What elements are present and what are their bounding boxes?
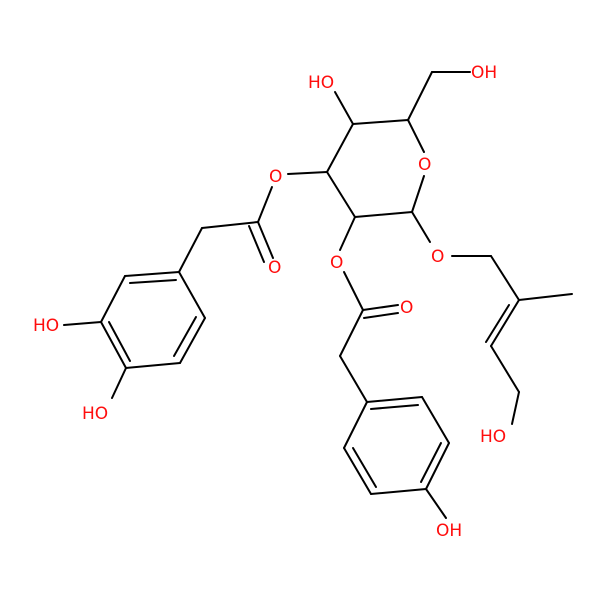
bond-carbonyl-ch2 [201,221,259,229]
label-ether-oxygen: O [431,247,444,267]
bond-ch2-calkene [490,255,520,301]
bond-ph1-ph2 [366,396,423,403]
bond-ph3-ph4 [425,442,450,490]
bond-co2-double-b [363,312,399,319]
label-ho-top: HO [308,73,334,93]
label-ho-catechol-para: HO [82,404,108,424]
bond-c5-ch2 [407,71,433,121]
label-ho-catechol-meta: HO [33,316,59,336]
bond-ch-ch2 [490,345,520,393]
bond-c1-etherO [411,211,431,243]
bond-c3-esterO [287,171,328,175]
bond-c2-c3 [326,171,356,218]
bond-c5-ringO [407,119,425,153]
bond-ar4-ar5 [125,362,181,369]
bond-c3-c4 [326,123,354,173]
bond-ch2-phenol [339,355,368,403]
label-carbonyl-oxygen-upper: O [268,258,281,278]
bond-ar5-ar6-inner [173,316,197,357]
bond-ar3-ar4-inner [108,321,131,362]
bond-ph5-ph6-inner [352,447,377,488]
bond-ph4-oh [425,488,447,519]
bond-ar1-ar2 [124,271,180,277]
bond-ch2-aryl [178,227,203,273]
bond-ph4-ph5 [370,488,427,495]
bond-c4-c5 [352,119,409,125]
label-ester-oxygen-lower: O [330,253,343,273]
bond-ar5-ar6 [179,317,206,364]
bond-ph5-ph6 [343,447,372,495]
bond-ph1-ph2-inner [370,404,419,410]
label-ester-oxygen-upper: O [269,167,282,187]
label-oh-top-right: OH [471,63,497,83]
bond-co-double-b [248,225,265,263]
bond-ar4-oh [111,367,127,399]
label-ring-oxygen: O [418,155,431,175]
bond-esterO-carbonylC [257,186,273,223]
bond-calkene-methyl [518,293,573,301]
label-carbonyl-oxygen-lower: O [400,298,413,318]
bond-co2-double-a [362,304,399,311]
bond-ringO-c1 [411,175,425,213]
bond-ar6-ar1 [178,271,206,319]
bond-esterO-carbonylC2 [343,271,364,311]
bond-ch2-oh-allylic [511,391,520,425]
bond-ar3-ar4 [100,321,127,369]
bond-ph3-ph4-inner [420,442,442,483]
bond-alkene-double-b [485,304,510,343]
bond-c2-esterO [339,216,356,251]
bond-carbonyl2-ch2 [339,309,364,357]
bond-ph6-ph1 [343,401,368,449]
bond-c4-oh [334,91,354,125]
bond-ar1-ar2-inner [129,279,177,284]
bond-ar2-ar3 [100,275,126,323]
bond-alkene-double-a [490,299,520,347]
bond-ar3-oh [63,321,102,326]
bond-c1-c2 [354,211,413,218]
label-oh-phenol: OH [436,521,462,541]
bond-ph2-ph3 [421,396,450,444]
label-ho-allylic: HO [480,427,506,447]
bond-co-double-a [257,221,274,259]
